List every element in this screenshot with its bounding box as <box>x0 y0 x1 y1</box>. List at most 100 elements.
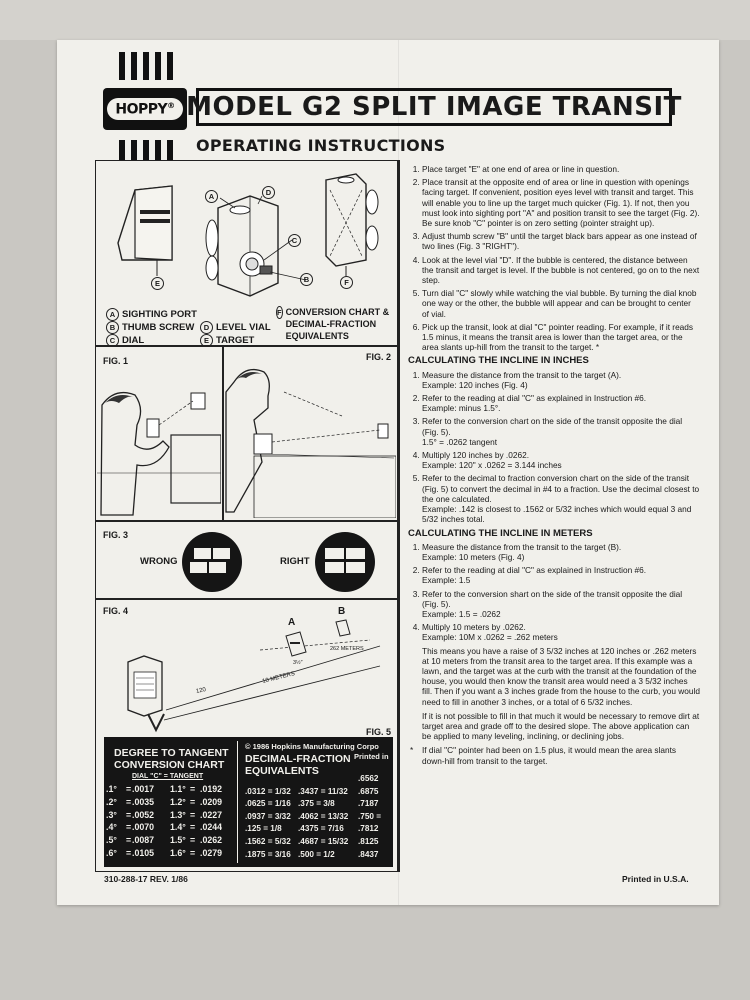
meters-heading: CALCULATING THE INCLINE IN METERS <box>408 527 593 539</box>
equals-sign: = <box>126 809 132 820</box>
meters-step-1: Measure the distance from the transit to… <box>422 542 700 562</box>
fraction-cell: .6562 <box>358 774 379 783</box>
fig4-point-b: B <box>338 606 346 617</box>
deg-cell: .0244 <box>200 822 223 833</box>
equals-sign: = <box>190 809 196 820</box>
deg-cell: 1.3° <box>170 809 186 820</box>
fraction-cell: .8437 <box>358 849 379 859</box>
equals-sign: = <box>190 835 196 846</box>
main-steps: Place target "E" at one end of area or l… <box>408 164 700 352</box>
fraction-cell: .1875 = 3/16 <box>245 849 291 859</box>
fraction-cell: .0625 = 1/16 <box>245 799 291 809</box>
fig4-transit <box>127 655 165 733</box>
target-e-drawing <box>117 185 173 276</box>
meters-step-4: Multiply 10 meters by .0262.Example: 10M… <box>422 622 700 642</box>
fig1-drawing <box>97 391 221 516</box>
deg-cell: .0052 <box>132 809 155 820</box>
equals-sign: = <box>126 848 132 858</box>
step-3: Adjust thumb screw "B" until the target … <box>422 231 700 251</box>
part-number: 310-288-17 REV. 1/86 <box>104 874 188 884</box>
inches-steps: Measure the distance from the transit to… <box>408 370 700 525</box>
fig4-measure-1: 262 METERS <box>330 646 364 652</box>
step-5: Turn dial "C" slowly while watching the … <box>422 288 700 319</box>
fig5-label: FIG. 5 <box>366 727 392 737</box>
fig3-wrong-target <box>182 532 242 592</box>
deg-col-head: DIAL "C" = TANGENT <box>132 773 204 780</box>
fig2-label: FIG. 2 <box>366 352 392 362</box>
callout-e: E <box>151 277 164 290</box>
fig4-label: FIG. 4 <box>103 606 129 616</box>
fig3-right-target <box>315 532 375 592</box>
parts-diagram <box>117 173 379 297</box>
deg-cell: .0192 <box>200 784 223 794</box>
equals-sign: = <box>126 822 132 833</box>
step-4: Look at the level vial "D". If the bubbl… <box>422 255 700 286</box>
equals-sign: = <box>126 796 132 807</box>
fig3-wrong-label: WRONG <box>140 556 178 567</box>
fig3-label: FIG. 3 <box>103 530 129 540</box>
deg-chart-title-2: CONVERSION CHART <box>114 759 225 771</box>
deg-cell: .0209 <box>200 796 223 807</box>
divider-1 <box>95 345 398 347</box>
deg-cell: .0017 <box>132 784 155 794</box>
background <box>0 0 750 40</box>
meters-steps: Measure the distance from the transit to… <box>408 542 700 643</box>
transit-drawing <box>205 195 279 297</box>
deg-chart-title-1: DEGREE TO TANGENT <box>114 747 229 759</box>
copyright: © 1986 Hopkins Manufacturing Corpo <box>245 742 379 751</box>
meters-step-3: Refer to the conversion shart on the sid… <box>422 589 700 620</box>
chart-divider <box>237 741 238 863</box>
callout-a: A <box>205 190 218 203</box>
deg-cell: .6° <box>106 848 117 858</box>
deg-cell: 1.5° <box>170 835 186 846</box>
deg-cell: .0087 <box>132 835 155 846</box>
fraction-cell: .0937 = 3/32 <box>245 811 291 821</box>
fraction-cell: .4375 = 7/16 <box>298 824 344 834</box>
title-box: MODEL G2 SPLIT IMAGE TRANSIT <box>186 88 681 126</box>
fraction-cell: .375 = 3/8 <box>298 799 335 809</box>
fraction-cell: .7812 <box>358 824 379 834</box>
deg-cell: 1.4° <box>170 822 186 833</box>
fraction-cell: .0312 = 1/32 <box>245 786 291 796</box>
deg-cell: .4° <box>106 822 117 833</box>
meters-step-2: Refer to the reading at dial "C" as expl… <box>422 565 700 585</box>
deg-cell: .0262 <box>200 835 223 846</box>
step-2: Place transit at the opposite end of are… <box>422 177 700 228</box>
fraction-cell: .6875 <box>358 786 379 796</box>
callout-c: C <box>288 234 301 247</box>
fraction-cell: .1562 = 5/32 <box>245 837 291 846</box>
equals-sign: = <box>126 835 132 846</box>
equals-sign: = <box>190 796 196 807</box>
instructions-column: Place target "E" at one end of area or l… <box>408 164 700 766</box>
hoppy-logo: HOPPY® <box>103 88 187 130</box>
fraction-cell: .4687 = 15/32 <box>298 837 349 846</box>
step-6: Pick up the transit, look at dial "C" po… <box>422 322 700 353</box>
conversion-chart: DEGREE TO TANGENT CONVERSION CHART DIAL … <box>104 737 393 867</box>
inches-step-5: Refer to the decimal to fraction convers… <box>422 473 700 524</box>
step-1: Place target "E" at one end of area or l… <box>422 164 700 174</box>
explanation-paragraph-2: If it is not possible to fill in that mu… <box>422 710 700 742</box>
fig-divider <box>222 345 224 520</box>
deg-cell: .0227 <box>200 809 223 820</box>
equals-sign: = <box>190 848 196 858</box>
printed-in: Printed in <box>354 752 389 761</box>
deg-cell: .0279 <box>200 848 223 858</box>
frac-chart-title-2: EQUIVALENTS <box>245 765 319 777</box>
equals-sign: = <box>190 822 196 833</box>
divider-2 <box>95 520 398 522</box>
equals-sign: = <box>126 784 132 794</box>
deg-cell: .5° <box>106 835 117 846</box>
fraction-cell: .750 = <box>358 811 381 821</box>
printed-in-usa: Printed in U.S.A. <box>622 874 689 884</box>
fig3-right-label: RIGHT <box>280 556 310 567</box>
callout-f: F <box>340 276 353 289</box>
callout-b: B <box>300 273 313 286</box>
inches-step-1: Measure the distance from the transit to… <box>422 370 700 390</box>
fraction-cell: .8125 <box>358 837 379 846</box>
frac-chart-title-1: DECIMAL-FRACTION <box>245 753 351 765</box>
deg-cell: .1° <box>106 784 117 794</box>
deg-cell: .3° <box>106 809 117 820</box>
deg-cell: 1.6° <box>170 848 186 858</box>
page-title: MODEL G2 SPLIT IMAGE TRANSIT <box>186 92 682 122</box>
registered-mark: ® <box>167 100 175 110</box>
